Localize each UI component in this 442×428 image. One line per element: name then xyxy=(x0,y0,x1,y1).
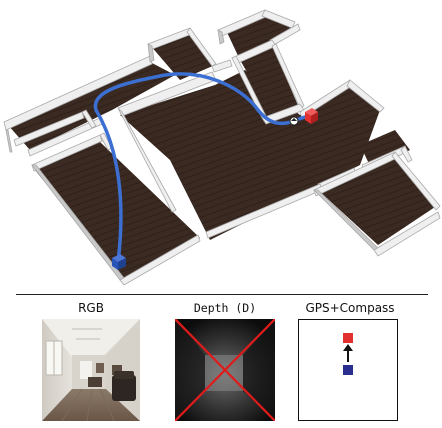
rgb-label: RGB xyxy=(42,301,140,315)
blue-square-icon xyxy=(343,365,353,375)
depth-label: Depth (D) xyxy=(173,301,277,315)
rgb-observation xyxy=(42,319,140,421)
depth-image xyxy=(175,319,275,421)
arrow-up-icon xyxy=(343,344,353,362)
divider-line xyxy=(16,294,428,295)
depth-observation xyxy=(175,319,275,421)
wall xyxy=(6,130,12,152)
floorplan-map xyxy=(0,0,442,285)
gps-compass-observation xyxy=(298,319,398,421)
agent-pin-icon xyxy=(290,117,298,125)
gps-compass-label: GPS+Compass xyxy=(296,301,404,315)
wall xyxy=(212,60,232,72)
rgb-image xyxy=(42,319,140,421)
red-square-icon xyxy=(343,333,353,343)
floorplan-svg xyxy=(0,0,442,285)
gps-compass-diagram xyxy=(299,320,397,420)
